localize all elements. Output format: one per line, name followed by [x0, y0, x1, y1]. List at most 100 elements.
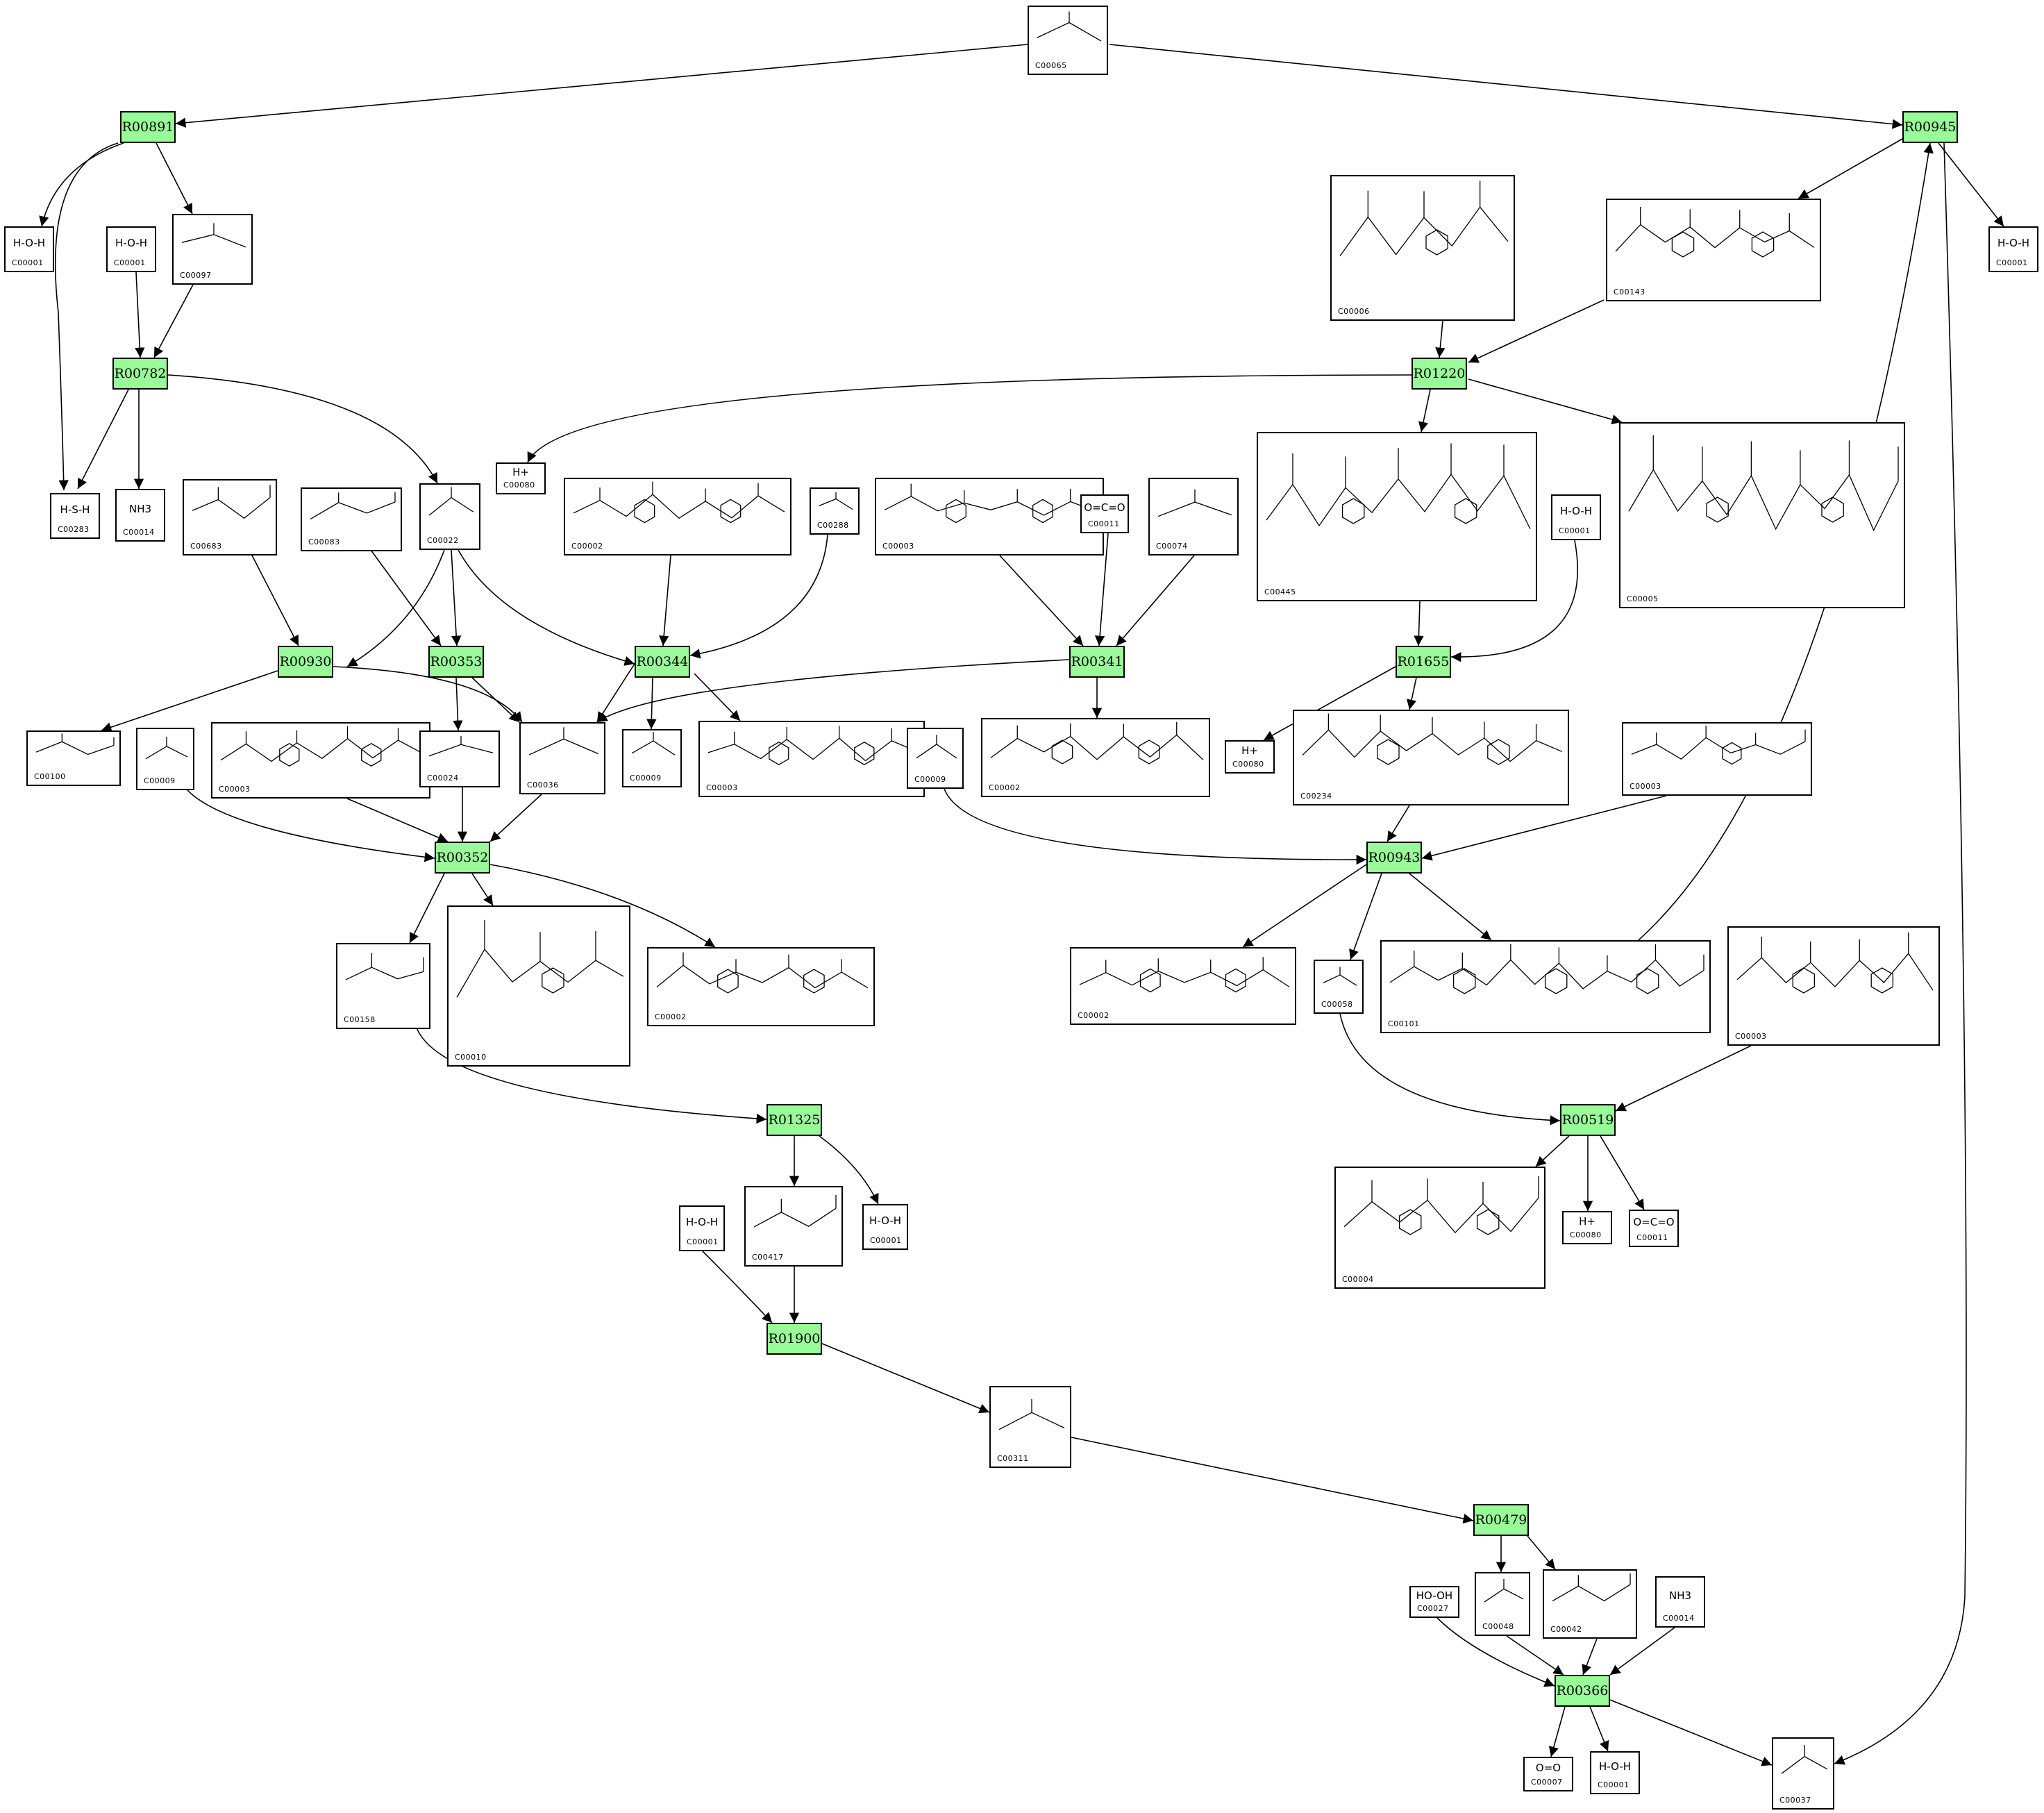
reaction-r01325[interactable]: R01325	[766, 1104, 822, 1136]
reaction-r00930[interactable]: R00930	[278, 646, 333, 678]
structure-drawing	[428, 735, 494, 757]
edge-arrow	[458, 549, 635, 666]
compound-c00002[interactable]: C00002	[1070, 947, 1296, 1025]
structure-drawing	[1339, 181, 1509, 257]
compound-c00004[interactable]: C00004	[1334, 1167, 1545, 1289]
compound-c00009[interactable]: C00009	[622, 729, 682, 787]
structure-drawing	[916, 735, 957, 759]
structure-drawing	[573, 481, 785, 524]
edge-arrow	[453, 677, 463, 731]
reaction-r00352[interactable]: R00352	[435, 842, 490, 874]
compound-c00036[interactable]: C00036	[519, 722, 605, 794]
compound-c00097[interactable]: C00097	[172, 214, 253, 285]
reaction-id-label: R01325	[768, 1112, 821, 1128]
reaction-r00479[interactable]: R00479	[1473, 1504, 1529, 1536]
structure-drawing	[428, 487, 474, 516]
compound-c00158[interactable]: C00158	[336, 943, 430, 1029]
compound-c00311[interactable]: C00311	[989, 1386, 1071, 1468]
structure-drawing	[528, 727, 599, 755]
compound-c00003[interactable]: C00003	[698, 721, 925, 797]
edge-arrow	[489, 864, 716, 948]
compound-id-label: C00002	[571, 542, 603, 551]
edge-arrow	[1418, 389, 1431, 433]
structure-drawing	[998, 1398, 1065, 1430]
edge-arrow	[1609, 1627, 1675, 1676]
compound-c00003[interactable]: C00003	[1622, 722, 1812, 796]
reaction-r00943[interactable]: R00943	[1366, 842, 1422, 874]
compound-c00002[interactable]: C00002	[564, 478, 791, 555]
compound-c00042[interactable]: C00042	[1543, 1569, 1637, 1639]
compound-c00234[interactable]: C00234	[1293, 710, 1569, 805]
edge-arrow	[77, 389, 129, 490]
edge-arrow	[821, 1343, 990, 1414]
reaction-r00891[interactable]: R00891	[120, 111, 176, 143]
compound-c00006[interactable]: C00006	[1330, 175, 1515, 321]
compound-c00002[interactable]: C00002	[981, 718, 1210, 797]
compound-c00080[interactable]: H+C00080	[1225, 740, 1275, 774]
reaction-r01220[interactable]: R01220	[1411, 358, 1467, 390]
compound-c00010[interactable]: C00010	[447, 905, 630, 1067]
reaction-r00353[interactable]: R00353	[428, 646, 484, 678]
structure-drawing	[631, 732, 676, 755]
compound-c00002[interactable]: C00002	[647, 947, 875, 1026]
compound-id-label: C00003	[706, 783, 738, 792]
compound-id-label: C00001	[687, 1237, 719, 1246]
compound-c00288[interactable]: C00288	[810, 487, 860, 535]
reaction-r00341[interactable]: R00341	[1069, 646, 1125, 678]
edge-arrow	[1527, 1535, 1556, 1570]
compound-c00417[interactable]: C00417	[744, 1186, 843, 1267]
reaction-r01655[interactable]: R01655	[1396, 646, 1451, 678]
reaction-id-label: R01655	[1397, 654, 1450, 669]
compound-id-label: C00011	[1088, 519, 1120, 528]
compound-c00080[interactable]: H+C00080	[496, 462, 546, 494]
compound-formula: H-O-H	[115, 237, 148, 249]
reaction-r00344[interactable]: R00344	[635, 646, 690, 678]
reaction-id-label: R00479	[1475, 1512, 1527, 1528]
compound-c00101[interactable]: C00101	[1380, 940, 1711, 1033]
compound-c00003[interactable]: C00003	[875, 478, 1104, 555]
compound-c00683[interactable]: C00683	[183, 479, 277, 555]
compound-id-label: C00024	[427, 774, 459, 783]
compound-c00074[interactable]: C00074	[1148, 478, 1239, 555]
compound-c00037[interactable]: C00037	[1772, 1737, 1834, 1810]
compound-c00003[interactable]: C00003	[211, 722, 430, 799]
compound-c00080[interactable]: H+C00080	[1562, 1211, 1612, 1244]
edge-arrow	[1414, 601, 1424, 646]
reaction-r00945[interactable]: R00945	[1902, 111, 1958, 143]
compound-c00083[interactable]: C00083	[301, 487, 402, 551]
compound-c00024[interactable]: C00024	[419, 730, 500, 787]
compound-id-label: C00065	[1035, 61, 1067, 70]
reaction-r00366[interactable]: R00366	[1555, 1675, 1610, 1707]
compound-c00009[interactable]: C00009	[907, 728, 964, 789]
compound-c00143[interactable]: C00143	[1606, 199, 1821, 301]
compound-c00100[interactable]: C00100	[26, 730, 121, 786]
reaction-r00519[interactable]: R00519	[1560, 1104, 1616, 1136]
reaction-r01900[interactable]: R01900	[766, 1323, 822, 1355]
compound-c00005[interactable]: C00005	[1619, 422, 1905, 608]
reaction-r00782[interactable]: R00782	[112, 358, 168, 390]
compound-c00022[interactable]: C00022	[419, 483, 480, 550]
compound-c00445[interactable]: C00445	[1257, 432, 1537, 601]
compound-c00003[interactable]: C00003	[1727, 926, 1940, 1046]
compound-id-label: C00036	[527, 780, 559, 789]
compound-c00048[interactable]: C00048	[1475, 1572, 1530, 1636]
compound-c00065[interactable]: C00065	[1028, 6, 1108, 75]
compound-c00009[interactable]: C00009	[136, 728, 194, 790]
edge-arrow	[1600, 1135, 1645, 1210]
compound-c00058[interactable]: C00058	[1314, 960, 1364, 1014]
compound-id-label: C00001	[1598, 1780, 1630, 1789]
